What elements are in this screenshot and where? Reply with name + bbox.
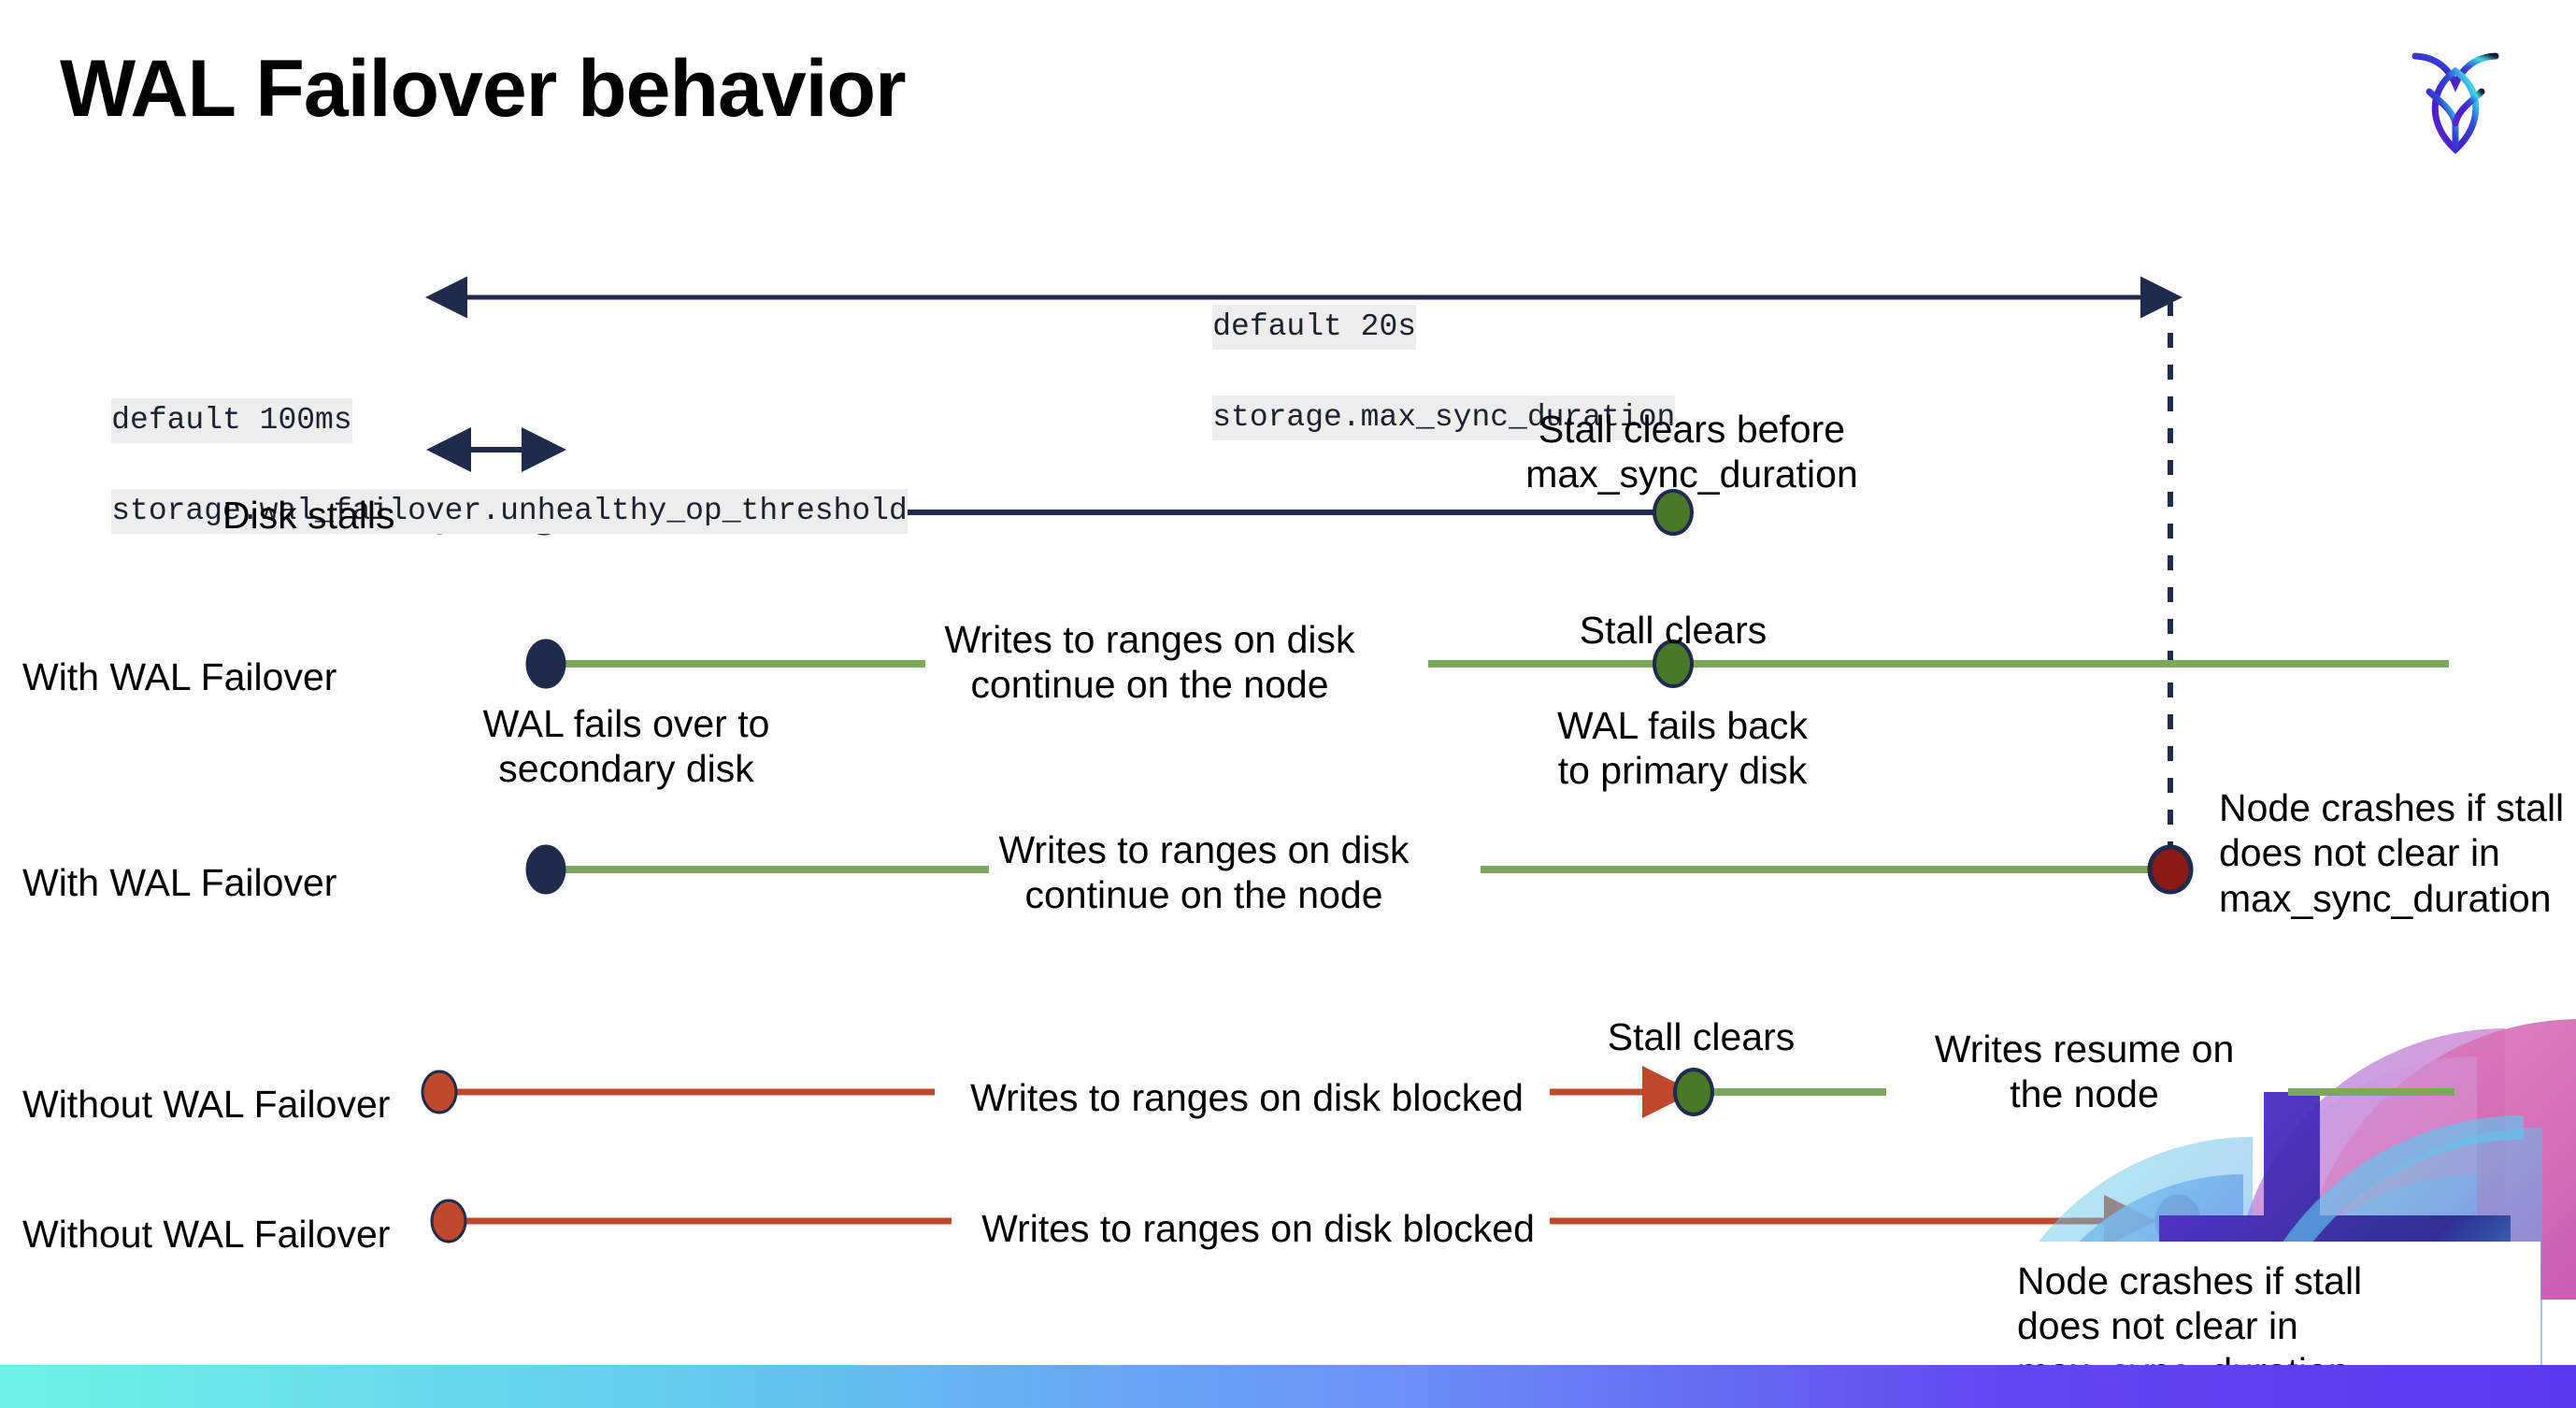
annotation-line: Writes resume on xyxy=(1934,1027,2235,1070)
annotation-line: WAL fails over to xyxy=(482,702,770,745)
annotation-line: WAL fails back xyxy=(1556,704,1809,747)
bottom-accent-bar xyxy=(0,1365,2576,1408)
dot-stall-clears-green xyxy=(1653,489,1694,536)
annotation-line: Node crashes if stall xyxy=(2017,1259,2363,1302)
annotation-line: continue on the node xyxy=(1024,873,1383,917)
annotation-node-crashes-row3: Node crashes if stall does not clear in … xyxy=(2219,785,2574,921)
annotation-line: to primary disk xyxy=(1557,749,1808,793)
dot-wal-failover-start xyxy=(525,639,566,689)
annotation-line: continue on the node xyxy=(970,663,1329,707)
row-label-without-wal-failover-2: Without WAL Failover xyxy=(22,1213,391,1256)
cockroachdb-logo-icon xyxy=(2385,26,2526,166)
annotation-line: max_sync_duration xyxy=(1525,453,1858,496)
annotation-writes-continue-row3: Writes to ranges on disk continue on the… xyxy=(989,827,1419,918)
row4-green-tail xyxy=(2288,1088,2454,1096)
page-title: WAL Failover behavior xyxy=(60,44,907,134)
code-label-unhealthy-op-threshold: default 100ms storage.wal_failover.unhea… xyxy=(37,353,908,579)
dot-stall-clears-green-row2 xyxy=(1653,639,1694,688)
annotation-line: max_sync_duration xyxy=(2219,876,2552,920)
dot-wal-failover-start-row3 xyxy=(525,844,566,895)
annotation-line: the node xyxy=(2010,1072,2159,1116)
code-line-default-100ms: default 100ms xyxy=(111,398,352,444)
row-label-without-wal-failover-1: Without WAL Failover xyxy=(22,1083,391,1126)
annotation-line: secondary disk xyxy=(498,747,754,791)
annotation-line: Writes to ranges on disk xyxy=(944,618,1355,661)
annotation-writes-resume: Writes resume on the node xyxy=(1925,1027,2243,1117)
annotation-line: does not clear in xyxy=(2017,1304,2298,1348)
dot-node-crash-row3 xyxy=(2147,844,2194,895)
annotation-line: Writes to ranges on disk xyxy=(998,828,1410,871)
annotation-writes-blocked-row5: Writes to ranges on disk blocked xyxy=(981,1207,1535,1250)
annotation-writes-continue-row2: Writes to ranges on disk continue on the… xyxy=(935,617,1365,708)
annotation-wal-fails-over: WAL fails over to secondary disk xyxy=(439,701,813,792)
row-label-with-wal-failover-2: With WAL Failover xyxy=(22,861,337,904)
dot-stall-clears-green-row4 xyxy=(1673,1068,1714,1116)
code-line-storage-max-sync-duration: storage.max_sync_duration xyxy=(1212,395,1676,440)
annotation-line: Stall clears before xyxy=(1538,408,1846,451)
code-label-max-sync-duration: default 20s storage.max_sync_duration xyxy=(1138,260,1676,485)
annotation-line: does not clear in xyxy=(2219,831,2500,875)
row-label-disk-stalls: Disk stalls xyxy=(222,494,395,537)
code-line-default-20s: default 20s xyxy=(1212,305,1417,351)
annotation-stall-clears-row2: Stall clears xyxy=(1579,609,1767,652)
annotation-stall-clears-before: Stall clears before max_sync_duration xyxy=(1496,407,1888,497)
dot-stall-start-row4 xyxy=(421,1070,458,1114)
annotation-writes-blocked-row4: Writes to ranges on disk blocked xyxy=(970,1076,1524,1119)
code-line-storage-wal-failover-unhealthy-op-threshold: storage.wal_failover.unhealthy_op_thresh… xyxy=(111,488,908,534)
annotation-stall-clears-row4: Stall clears xyxy=(1607,1015,1796,1058)
row-with-wal-failover-2-track xyxy=(525,844,2194,895)
annotation-line: Node crashes if stall xyxy=(2219,786,2565,829)
row-with-wal-failover-1-track xyxy=(525,639,2449,689)
annotation-wal-fails-back: WAL fails back to primary disk xyxy=(1505,703,1860,794)
row-label-with-wal-failover-1: With WAL Failover xyxy=(22,655,337,698)
dot-stall-start-row5 xyxy=(430,1199,467,1243)
